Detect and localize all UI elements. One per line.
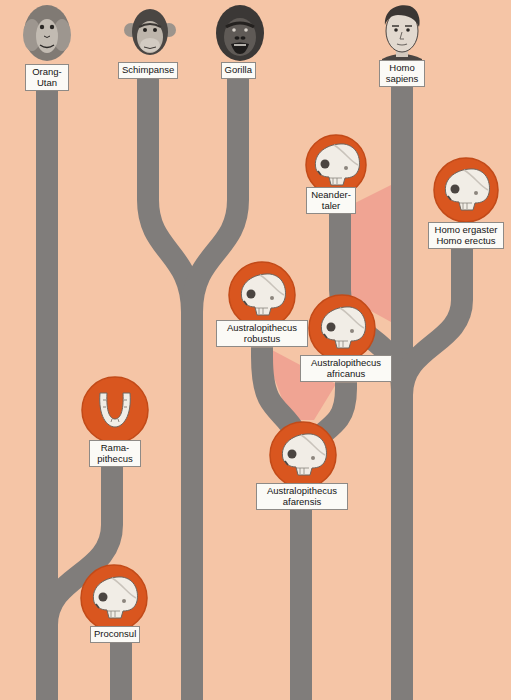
chimpanzee-face <box>139 24 161 27</box>
gorilla-face <box>235 36 240 40</box>
orangutan-face <box>23 5 71 61</box>
species-name: Homo sapiens <box>383 63 421 84</box>
species-label: Rama- pithecus <box>89 440 141 467</box>
human-face <box>385 5 420 27</box>
orangutan-face <box>36 19 58 53</box>
lineage-band <box>148 70 192 312</box>
human-face <box>406 28 410 32</box>
species-label: Gorilla <box>221 62 256 79</box>
human-face <box>394 28 398 32</box>
orangutan-face <box>40 25 44 29</box>
fossil-skull <box>81 135 498 631</box>
fossil-skull <box>309 295 375 361</box>
species-name: Orang- Utan <box>29 67 65 88</box>
lineage-band <box>181 300 203 700</box>
fossil-skull <box>81 565 147 631</box>
human-face <box>382 5 422 61</box>
human-face <box>400 32 404 39</box>
lineage-band <box>402 240 462 395</box>
species-label: Homo ergaster Homo erectus <box>428 222 504 249</box>
gorilla-face <box>234 44 246 46</box>
fossil-skull <box>100 393 131 427</box>
species-label: Australopithecus afarensis <box>256 483 348 510</box>
orangutan-face <box>24 5 70 61</box>
species-label: Proconsul <box>90 626 140 643</box>
species-label: Orang- Utan <box>25 64 69 91</box>
chimpanzee-face <box>143 28 147 32</box>
species-label: Australopithecus africanus <box>300 355 392 382</box>
fossil-skull <box>270 422 336 488</box>
fossil-skull <box>82 377 148 443</box>
species-name: Proconsul <box>94 629 136 640</box>
fossil-skull <box>309 295 375 361</box>
species-name: Homo ergaster Homo erectus <box>432 225 500 246</box>
species-label: Neander- taler <box>306 187 356 214</box>
orangutan-face <box>40 45 54 48</box>
chimpanzee-face <box>137 21 163 53</box>
gorilla-face <box>216 5 264 61</box>
fossil-skull <box>229 262 295 328</box>
gorilla-face <box>241 36 246 40</box>
orangutan-face <box>44 36 50 38</box>
fossil-skull <box>306 135 366 195</box>
species-label: Schimpanse <box>118 62 178 79</box>
chimpanzee-face <box>140 38 160 52</box>
fossil-skull <box>82 377 148 443</box>
chimpanzee-face <box>132 9 168 55</box>
species-name: Australopithecus robustus <box>220 323 304 344</box>
fossil-skull <box>282 434 326 475</box>
lineage-band <box>47 70 462 700</box>
species-label: Australopithecus robustus <box>216 320 308 347</box>
fossil-skull <box>306 135 366 195</box>
fossil-skull <box>445 169 489 210</box>
gorilla-face <box>226 23 254 27</box>
fossil-skull <box>270 422 336 488</box>
gorilla-face <box>244 28 248 32</box>
species-name: Neander- taler <box>310 190 352 211</box>
chimpanzee-face <box>153 28 157 32</box>
fossil-skull <box>81 565 147 631</box>
gorilla-face <box>216 5 264 61</box>
fossil-skull <box>434 158 498 222</box>
orangutan-face <box>50 25 54 29</box>
species-name: Australopithecus afarensis <box>260 486 344 507</box>
fossil-skull <box>321 307 365 348</box>
chimpanzee-face <box>124 9 176 55</box>
lineage-band <box>192 70 238 312</box>
lineage-band <box>290 495 312 700</box>
species-name: Australopithecus africanus <box>304 358 388 379</box>
gorilla-face <box>232 28 236 32</box>
gorilla-face <box>231 43 249 55</box>
human-face <box>397 44 407 45</box>
fossil-skull <box>93 577 137 618</box>
species-label: Homo sapiens <box>379 60 425 87</box>
chimpanzee-face <box>144 47 156 49</box>
species-name: Rama- pithecus <box>93 443 137 464</box>
fossil-skull <box>241 274 285 315</box>
lineage-band <box>110 640 132 700</box>
gorilla-face <box>224 18 256 56</box>
human-face <box>392 25 412 27</box>
fossil-skull <box>315 144 359 185</box>
fossil-skull <box>434 158 498 222</box>
species-name: Gorilla <box>225 65 252 76</box>
fossil-skull <box>229 262 295 328</box>
species-name: Schimpanse <box>122 65 174 76</box>
